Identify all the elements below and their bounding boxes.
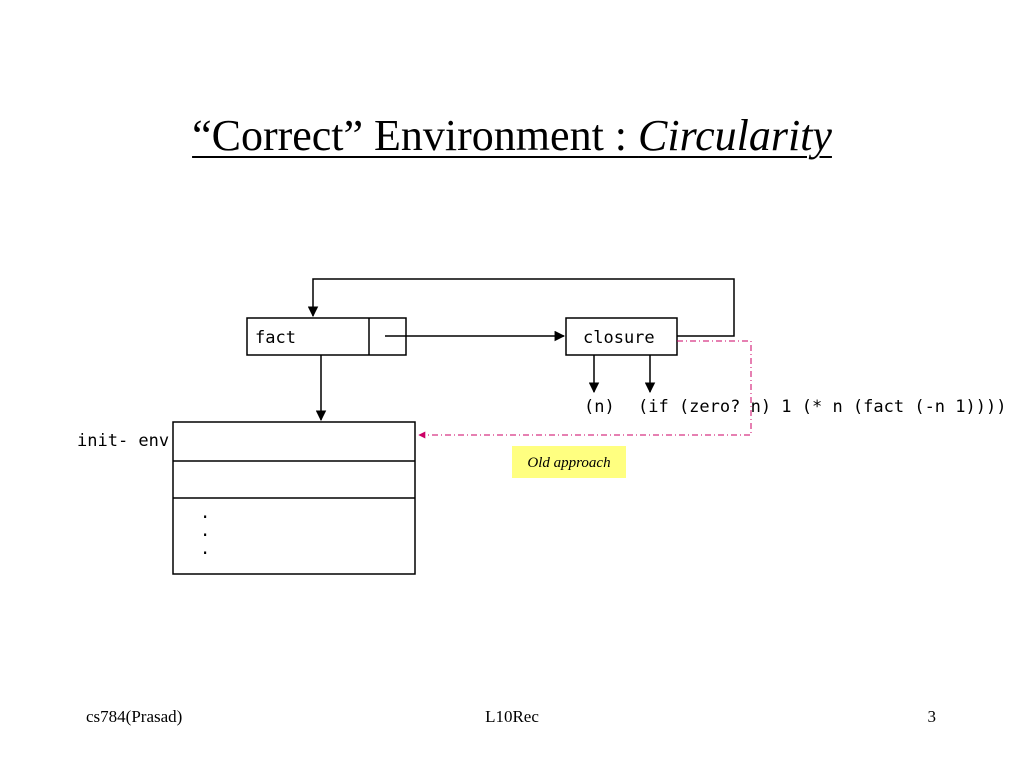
old-approach-note-bg [512, 446, 626, 478]
old-approach-dashed-arrow [418, 340, 752, 439]
init-env-label: init- env [77, 431, 169, 451]
footer-page-number: 3 [927, 707, 937, 726]
old-approach-note-label: Old approach [527, 455, 610, 471]
fact-frame: fact [246, 317, 407, 356]
param-label: (n) [584, 397, 615, 417]
slide-title: “Correct” Environment : Circularity [0, 108, 1024, 164]
fact-label: fact [255, 328, 296, 348]
closure-box: closure [565, 317, 678, 356]
ellipsis-dot-3: . [200, 539, 210, 559]
title-quoted-part: “Correct” Environment : [192, 111, 639, 160]
slide-title-underline: “Correct” Environment : Circularity [192, 111, 832, 160]
init-env-frame: init- env . . . [77, 421, 416, 575]
footer-lecture: L10Rec [485, 707, 539, 726]
closure-to-fact-loop-arrow [307, 278, 735, 337]
title-emphasis: Circularity [638, 111, 832, 160]
body-label: (if (zero? n) 1 (* n (fact (-n 1)))) [638, 397, 1006, 417]
ellipsis-dot-2: . [200, 521, 210, 541]
closure-label: closure [583, 328, 655, 348]
ellipsis-dot-1: . [200, 503, 210, 523]
footer-course: cs784(Prasad) [86, 707, 183, 726]
old-approach-note: Old approach [512, 446, 626, 478]
